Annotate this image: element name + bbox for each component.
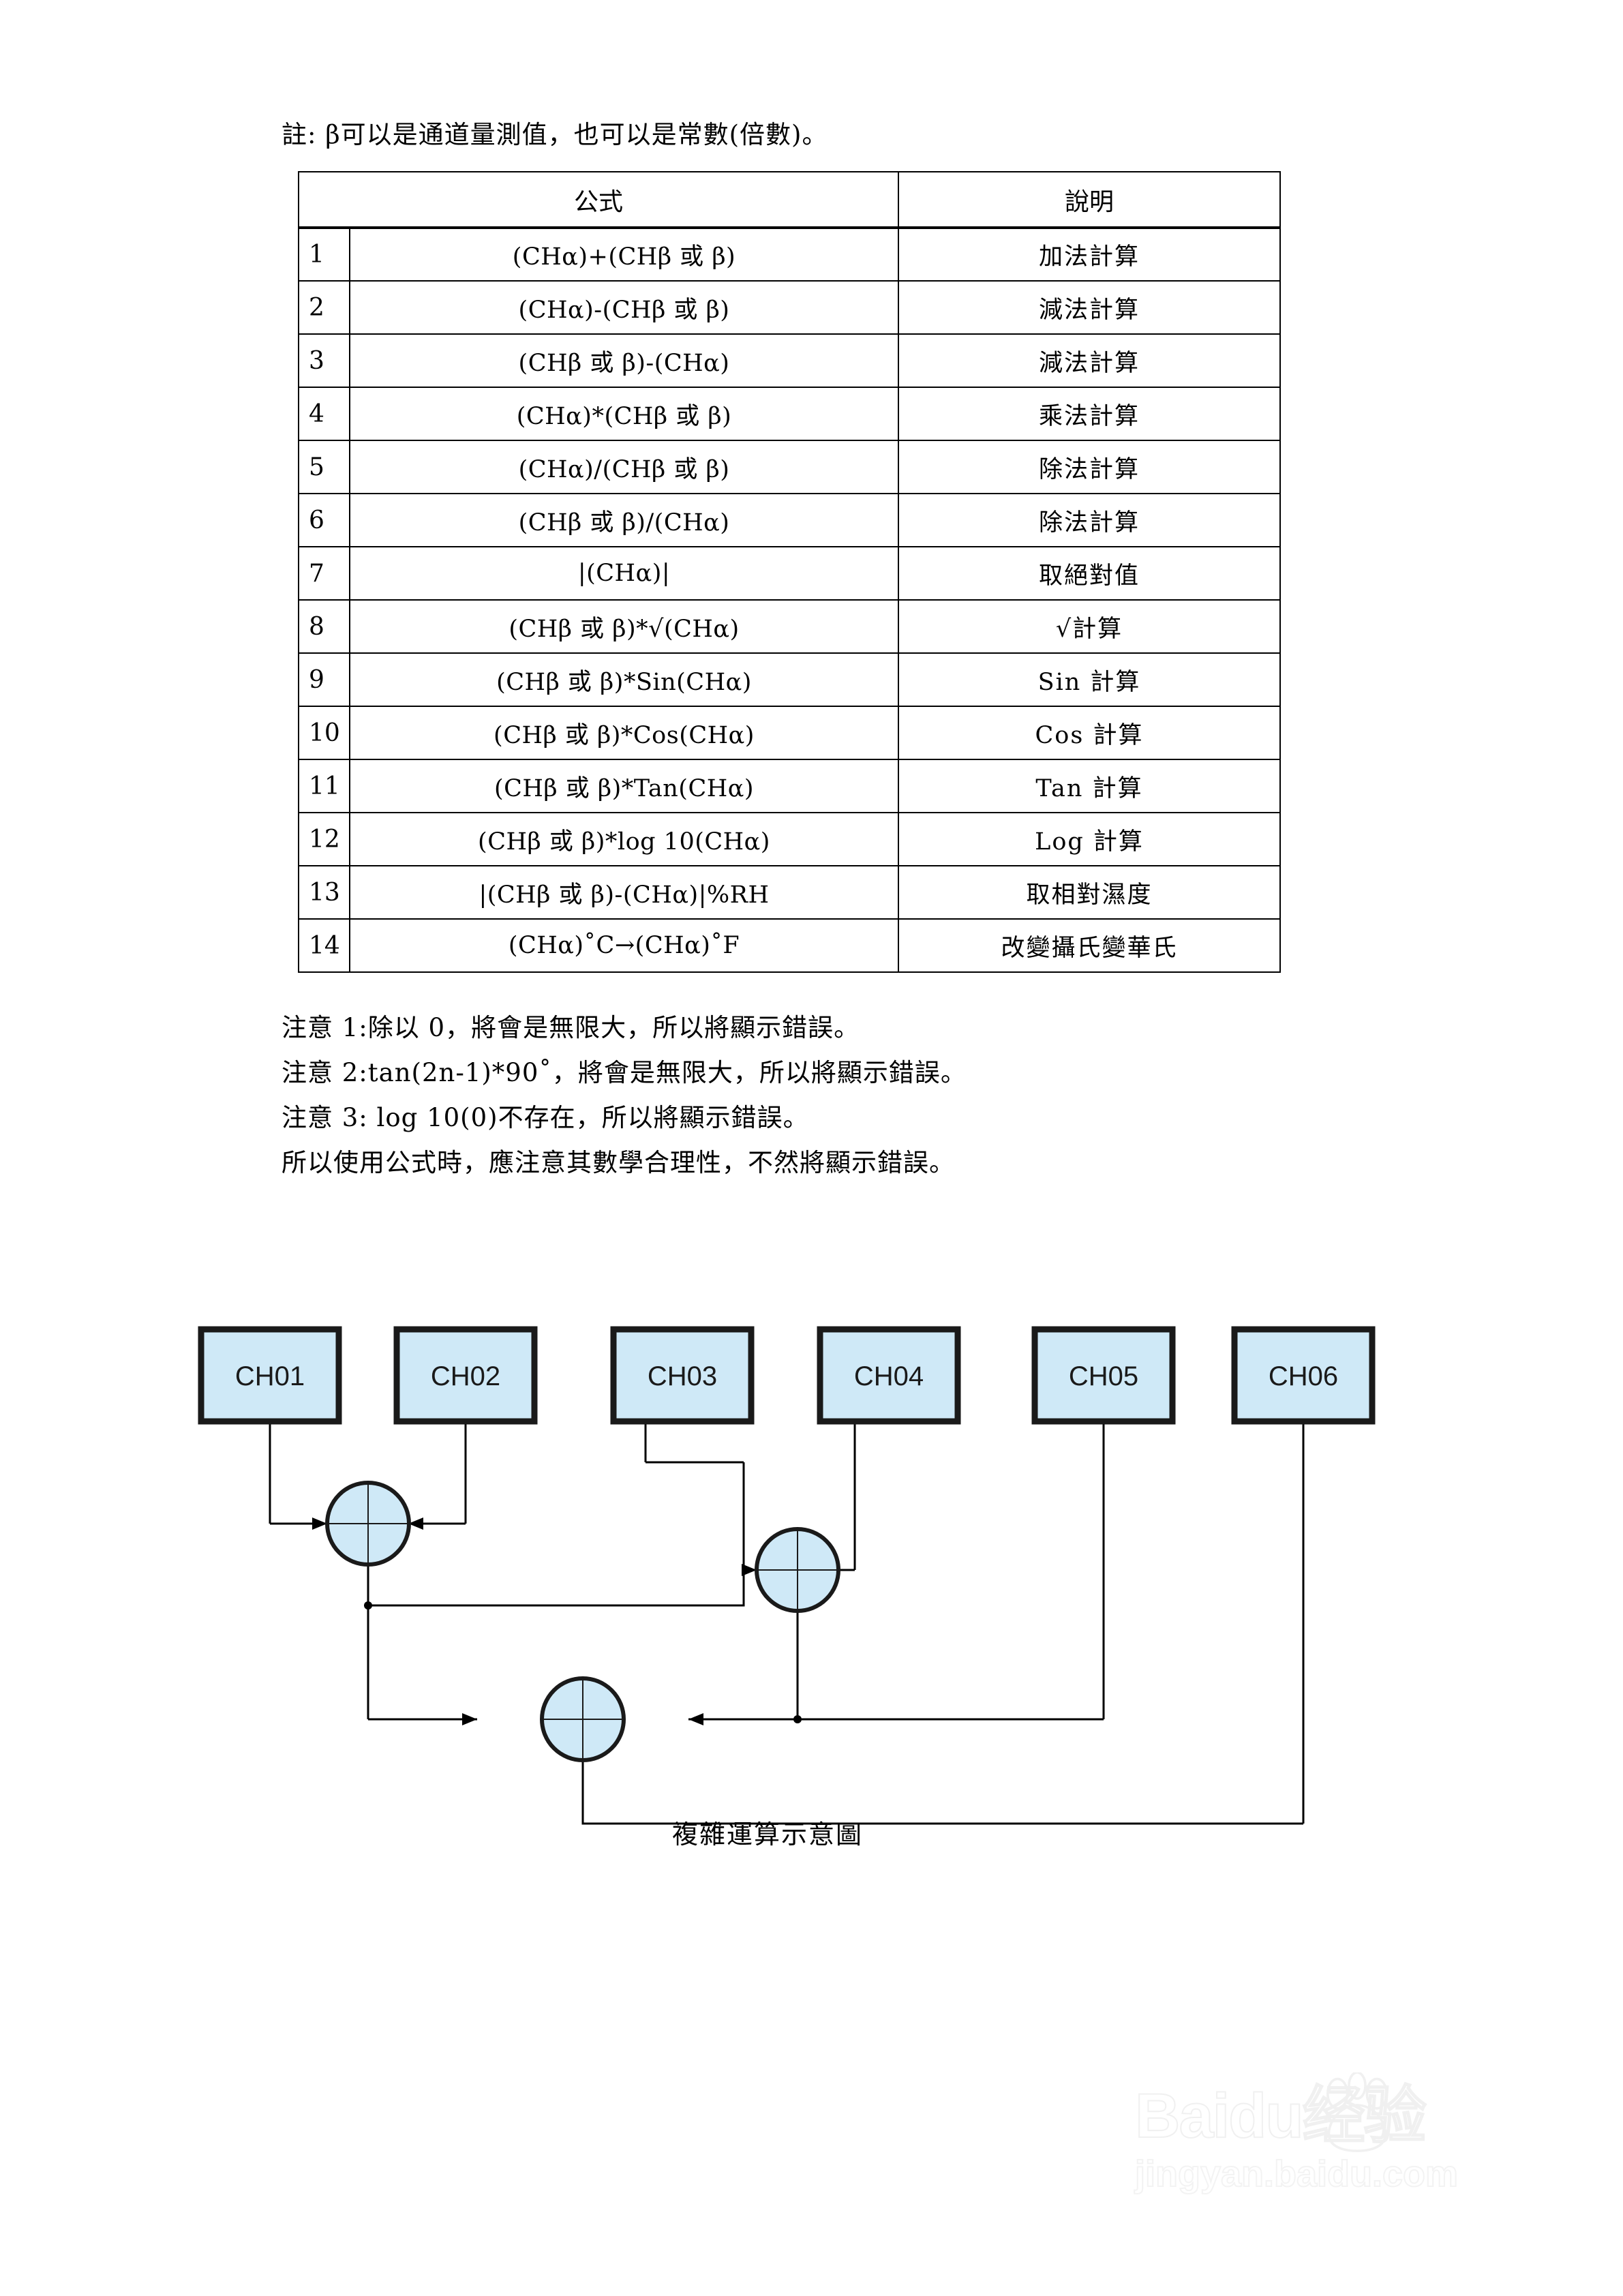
wire-nodeB-to-ch05 xyxy=(798,1398,1104,1719)
note-line: 注意 3: log 10(0)不存在，所以將顯示錯誤。 xyxy=(282,1103,809,1132)
row-description: Log 計算 xyxy=(898,812,1281,866)
table-row: 6(CHβ 或 β)/(CHα)除法計算 xyxy=(298,493,1281,547)
channel-label: CH06 xyxy=(1269,1361,1338,1391)
channel-box-ch02[interactable]: CH02 xyxy=(393,1326,538,1425)
channel-box-ch05[interactable]: CH05 xyxy=(1031,1326,1176,1425)
row-description: 除法計算 xyxy=(898,440,1281,494)
row-formula: (CHβ 或 β)*Tan(CHα) xyxy=(348,759,900,813)
watermark-url: jingyan.baidu.com xyxy=(1134,2154,1459,2194)
row-index: 3 xyxy=(298,333,350,388)
notes-block: 注意 1:除以 0，將會是無限大，所以將顯示錯誤。 注意 2:tan(2n-1)… xyxy=(282,1015,967,1175)
watermark-brand-cn: 经验 xyxy=(1302,2081,1427,2151)
row-description: Cos 計算 xyxy=(898,706,1281,760)
watermark-brand-text: Baidu xyxy=(1134,2081,1305,2151)
row-description: 取絕對值 xyxy=(898,546,1281,601)
note-line: 所以使用公式時，應注意其數學合理性，不然將顯示錯誤。 xyxy=(282,1148,955,1177)
sum-node-b xyxy=(755,1527,840,1613)
row-formula: (CHβ 或 β)/(CHα) xyxy=(348,493,900,547)
row-index: 7 xyxy=(298,546,350,601)
row-formula: |(CHβ 或 β)-(CHα)|%RH xyxy=(348,865,900,920)
row-index: 13 xyxy=(298,865,350,920)
wire-nodeA-to-nodeB xyxy=(368,1462,745,1607)
row-description: 減法計算 xyxy=(898,280,1281,335)
table-row: 11(CHβ 或 β)*Tan(CHα)Tan 計算 xyxy=(298,759,1281,813)
row-formula: (CHα)˚C→(CHα)˚F xyxy=(348,918,900,973)
note-line: 注意 1:除以 0，將會是無限大，所以將顯示錯誤。 xyxy=(282,1013,860,1042)
header-description: 說明 xyxy=(898,171,1281,229)
row-index: 14 xyxy=(298,918,350,973)
table-row: 10(CHβ 或 β)*Cos(CHα)Cos 計算 xyxy=(298,706,1281,760)
complex-operation-diagram: CH01 CH02 CH03 CH04 CH05 CH06 xyxy=(0,1295,1623,1909)
table-row: 5(CHα)/(CHβ 或 β)除法計算 xyxy=(298,440,1281,494)
row-description: 乘法計算 xyxy=(898,387,1281,441)
diagram-junction-dots xyxy=(364,1601,802,1723)
row-formula: (CHα)/(CHβ 或 β) xyxy=(348,440,900,494)
table-row: 8(CHβ 或 β)*√(CHα)√計算 xyxy=(298,599,1281,654)
row-description: 除法計算 xyxy=(898,493,1281,547)
row-formula: (CHβ 或 β)-(CHα) xyxy=(348,333,900,388)
table-row: 4(CHα)*(CHβ 或 β)乘法計算 xyxy=(298,387,1281,441)
junction-dot xyxy=(364,1601,372,1610)
row-index: 1 xyxy=(298,227,350,282)
row-description: 取相對濕度 xyxy=(898,865,1281,920)
table-row: 9(CHβ 或 β)*Sin(CHα)Sin 計算 xyxy=(298,652,1281,707)
row-formula: (CHβ 或 β)*log 10(CHα) xyxy=(348,812,900,866)
row-index: 2 xyxy=(298,280,350,335)
row-index: 4 xyxy=(298,387,350,441)
row-index: 8 xyxy=(298,599,350,654)
channel-box-ch03[interactable]: CH03 xyxy=(610,1326,755,1425)
channel-box-ch01[interactable]: CH01 xyxy=(198,1326,342,1425)
sum-node-c xyxy=(540,1676,626,1762)
row-index: 5 xyxy=(298,440,350,494)
table-row: 1(CHα)+(CHβ 或 β)加法計算 xyxy=(298,227,1281,282)
paw-icon xyxy=(1326,2072,1388,2153)
channel-box-ch04[interactable]: CH04 xyxy=(817,1326,961,1425)
channel-label: CH02 xyxy=(431,1361,500,1391)
note-line: 注意 2:tan(2n-1)*90˚，將會是無限大，所以將顯示錯誤。 xyxy=(282,1058,967,1087)
row-description: √計算 xyxy=(898,599,1281,654)
row-description: 加法計算 xyxy=(898,227,1281,282)
table-row: 12(CHβ 或 β)*log 10(CHα)Log 計算 xyxy=(298,812,1281,866)
row-formula: (CHβ 或 β)*√(CHα) xyxy=(348,599,900,654)
diagram-wires xyxy=(269,1391,1305,1825)
row-description: 改變攝氏變華氏 xyxy=(898,918,1281,973)
row-formula: (CHα)-(CHβ 或 β) xyxy=(348,280,900,335)
row-index: 11 xyxy=(298,759,350,813)
row-index: 12 xyxy=(298,812,350,866)
table-row: 2(CHα)-(CHβ 或 β)減法計算 xyxy=(298,280,1281,335)
channel-label: CH01 xyxy=(235,1361,305,1391)
row-formula: (CHα)+(CHβ 或 β) xyxy=(348,227,900,282)
row-formula: (CHβ 或 β)*Cos(CHα) xyxy=(348,706,900,760)
row-index: 6 xyxy=(298,493,350,547)
row-description: Tan 計算 xyxy=(898,759,1281,813)
row-formula: (CHα)*(CHβ 或 β) xyxy=(348,387,900,441)
junction-dot xyxy=(793,1715,802,1723)
channel-label: CH05 xyxy=(1069,1361,1138,1391)
channel-box-ch06[interactable]: CH06 xyxy=(1231,1326,1376,1425)
channel-label: CH03 xyxy=(648,1361,717,1391)
table-row: 3(CHβ 或 β)-(CHα)減法計算 xyxy=(298,333,1281,388)
table-header-row: 公式 說明 xyxy=(297,171,1281,229)
table-header: 公式 說明 xyxy=(297,171,1281,229)
row-formula: (CHβ 或 β)*Sin(CHα) xyxy=(348,652,900,707)
top-note: 註: β可以是通道量測值，也可以是常數(倍數)。 xyxy=(282,120,828,149)
baidu-watermark: Baidu经验 jingyan.baidu.com xyxy=(1134,2072,1544,2241)
watermark-brand: Baidu经验 xyxy=(1134,2084,1544,2148)
row-description: 減法計算 xyxy=(898,333,1281,388)
wire-nodeC-out xyxy=(581,1760,1303,1825)
row-index: 9 xyxy=(298,652,350,707)
row-formula: |(CHα)| xyxy=(348,546,900,601)
channel-label: CH04 xyxy=(854,1361,924,1391)
row-index: 10 xyxy=(298,706,350,760)
table-row: 7|(CHα)|取絕對值 xyxy=(298,546,1281,601)
diagram-caption: 複雜運算示意圖 xyxy=(672,1819,864,1849)
row-description: Sin 計算 xyxy=(898,652,1281,707)
sum-node-a xyxy=(325,1481,411,1567)
header-formula: 公式 xyxy=(297,171,900,229)
